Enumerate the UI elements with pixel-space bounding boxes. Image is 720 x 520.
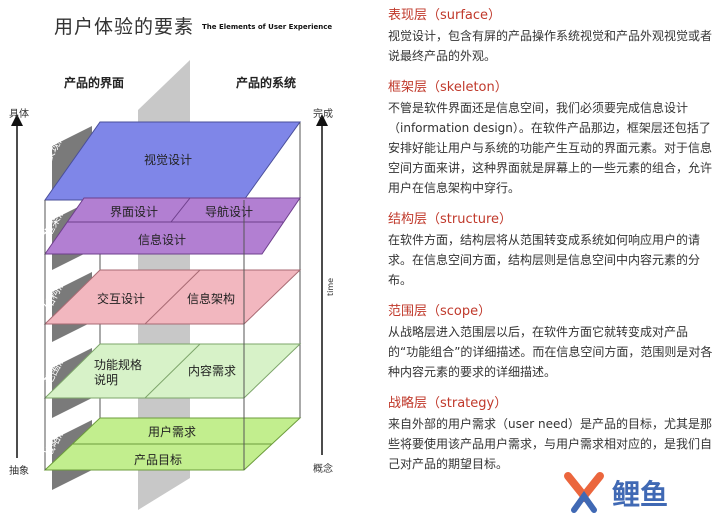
section-structure: 结构层（structure） 在软件方面，结构层将从范围转变成系统如何响应用户的… <box>388 210 714 290</box>
diagram-title: 用户体验的要素 <box>54 16 195 38</box>
cell-information-design: 信息设计 <box>138 233 187 247</box>
ux-elements-diagram: 用户体验的要素 The Elements of User Experience … <box>9 16 335 510</box>
section-skeleton: 框架层（skeleton） 不管是软件界面还是信息空间，我们必须要完成信息设计（… <box>388 78 714 198</box>
right-column-header: 产品的系统 <box>236 76 297 90</box>
section-title: 表现层（surface） <box>388 8 502 23</box>
cell-product-objectives: 产品目标 <box>134 453 183 467</box>
section-body: 在软件方面，结构层将从范围转变成系统如何响应用户的请求。在信息空间方面，结构层则… <box>388 233 701 287</box>
right-axis-bottom-label: 概念 <box>313 464 333 475</box>
left-axis-top-label: 具体 <box>9 109 29 120</box>
cell-content-requirements: 内容需求 <box>188 364 237 378</box>
svg-text:鲤鱼: 鲤鱼 <box>612 478 668 511</box>
section-title: 结构层（structure） <box>388 212 512 227</box>
watermark-logo: 鲤鱼 <box>560 470 710 516</box>
section-title: 框架层（skeleton） <box>388 80 508 95</box>
section-body: 来自外部的用户需求（user need）是产品的目标，尤其是那些将要使用该产品用… <box>388 417 713 471</box>
section-surface: 表现层（surface） 视觉设计，包含有屏的产品操作系统视觉和产品外观视觉或者… <box>388 6 714 66</box>
right-axis-top-label: 完成 <box>313 109 333 120</box>
cell-interaction-design: 交互设计 <box>97 292 146 306</box>
cell-functional-spec: 功能规格说明 <box>94 358 143 387</box>
layers-svg <box>11 60 328 510</box>
left-column-header: 产品的界面 <box>64 76 125 90</box>
description-panel: 表现层（surface） 视觉设计，包含有屏的产品操作系统视觉和产品外观视觉或者… <box>388 6 714 486</box>
diagram-subtitle: The Elements of User Experience <box>202 23 333 31</box>
section-body: 不管是软件界面还是信息空间，我们必须要完成信息设计（information de… <box>388 101 713 195</box>
cell-information-architecture: 信息架构 <box>187 292 236 306</box>
section-body: 从战略层进入范围层以后，在软件方面它就转变成对产品的“功能组合”的详细描述。而在… <box>388 325 713 379</box>
section-body: 视觉设计，包含有屏的产品操作系统视觉和产品外观视觉或者说最终产品的外观。 <box>388 29 713 63</box>
cell-navigation-design: 导航设计 <box>205 205 254 219</box>
section-strategy: 战略层（strategy） 来自外部的用户需求（user need）是产品的目标… <box>388 394 714 474</box>
section-scope: 范围层（scope） 从战略层进入范围层以后，在软件方面它就转变成对产品的“功能… <box>388 302 714 382</box>
cell-interface-design: 界面设计 <box>110 205 159 219</box>
left-axis-bottom-label: 抽象 <box>9 466 29 477</box>
cell-user-needs: 用户需求 <box>148 425 197 439</box>
layer-skeleton <box>44 197 301 255</box>
section-title: 战略层（strategy） <box>388 396 508 411</box>
section-title: 范围层（scope） <box>388 304 492 319</box>
cell-visual-design: 视觉设计 <box>144 153 193 167</box>
right-axis-mid-label: time <box>326 277 335 296</box>
